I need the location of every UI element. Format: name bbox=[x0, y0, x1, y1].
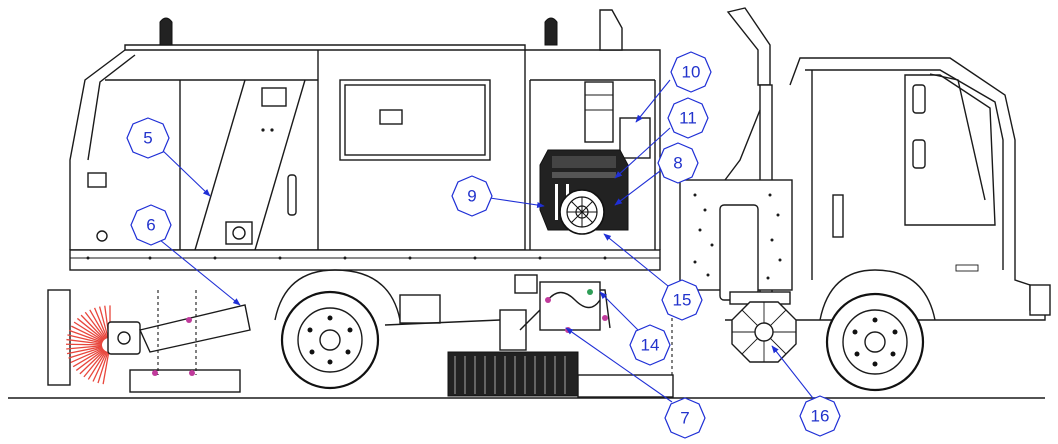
leader-11 bbox=[614, 127, 671, 179]
bristle bbox=[80, 314, 106, 341]
leader-8 bbox=[614, 167, 665, 206]
front-gutter-broom bbox=[729, 291, 797, 363]
bristle bbox=[66, 338, 103, 345]
bristle bbox=[97, 351, 109, 384]
bristle bbox=[66, 345, 103, 355]
bristle bbox=[73, 321, 104, 342]
bristle bbox=[68, 329, 103, 343]
bristle bbox=[65, 343, 103, 346]
callouts: 5 6 7 8 9 10 11 14 bbox=[126, 51, 841, 439]
bristle bbox=[83, 350, 106, 378]
bristle bbox=[84, 311, 107, 340]
bristle bbox=[70, 347, 104, 364]
engine-compartment bbox=[525, 9, 661, 250]
callout-10-label: 10 bbox=[682, 63, 701, 82]
callout-7: 7 bbox=[664, 397, 706, 439]
hopper-body bbox=[69, 17, 661, 271]
bristle bbox=[79, 349, 105, 375]
bristle bbox=[66, 345, 103, 350]
leader-16 bbox=[771, 345, 817, 403]
engine bbox=[539, 149, 629, 235]
callout-8: 8 bbox=[657, 142, 699, 184]
bristle bbox=[72, 348, 104, 368]
callout-9-label: 9 bbox=[467, 187, 476, 206]
leader-15 bbox=[603, 233, 669, 287]
callout-15-label: 15 bbox=[673, 291, 692, 310]
bristle bbox=[89, 309, 107, 339]
bristle bbox=[93, 307, 108, 339]
callout-8-label: 8 bbox=[673, 154, 682, 173]
truck-cab bbox=[679, 7, 1051, 321]
leader-10 bbox=[635, 79, 671, 123]
callout-10: 10 bbox=[670, 51, 712, 93]
bristle bbox=[75, 349, 105, 371]
callout-16-label: 16 bbox=[811, 407, 830, 426]
bristle bbox=[71, 325, 104, 343]
callout-5-label: 5 bbox=[143, 129, 152, 148]
leader-6 bbox=[159, 239, 241, 306]
callout-14: 14 bbox=[629, 324, 671, 366]
front-wheel bbox=[819, 269, 936, 392]
leader-14 bbox=[599, 291, 639, 331]
bristle bbox=[102, 351, 110, 385]
leader-7 bbox=[565, 327, 673, 403]
bristle bbox=[68, 346, 103, 359]
callout-11: 11 bbox=[667, 97, 709, 139]
bristle bbox=[76, 317, 105, 341]
callout-15: 15 bbox=[661, 279, 703, 321]
callout-6: 6 bbox=[130, 204, 172, 246]
leader-5 bbox=[159, 147, 211, 197]
callout-6-label: 6 bbox=[146, 216, 155, 235]
side-broom bbox=[47, 289, 251, 393]
bristle bbox=[98, 306, 109, 339]
rear-wheel bbox=[274, 269, 401, 390]
callout-5: 5 bbox=[126, 117, 170, 159]
main-broom bbox=[384, 274, 674, 398]
bristle bbox=[67, 334, 103, 344]
callout-11-label: 11 bbox=[679, 109, 697, 128]
callout-leaders bbox=[159, 79, 817, 403]
bristle bbox=[92, 351, 108, 382]
callout-16: 16 bbox=[799, 395, 841, 437]
bristle bbox=[87, 350, 107, 380]
callout-9: 9 bbox=[451, 175, 493, 217]
callout-14-label: 14 bbox=[641, 336, 660, 355]
leader-9 bbox=[489, 197, 545, 209]
callout-7-label: 7 bbox=[680, 409, 689, 428]
